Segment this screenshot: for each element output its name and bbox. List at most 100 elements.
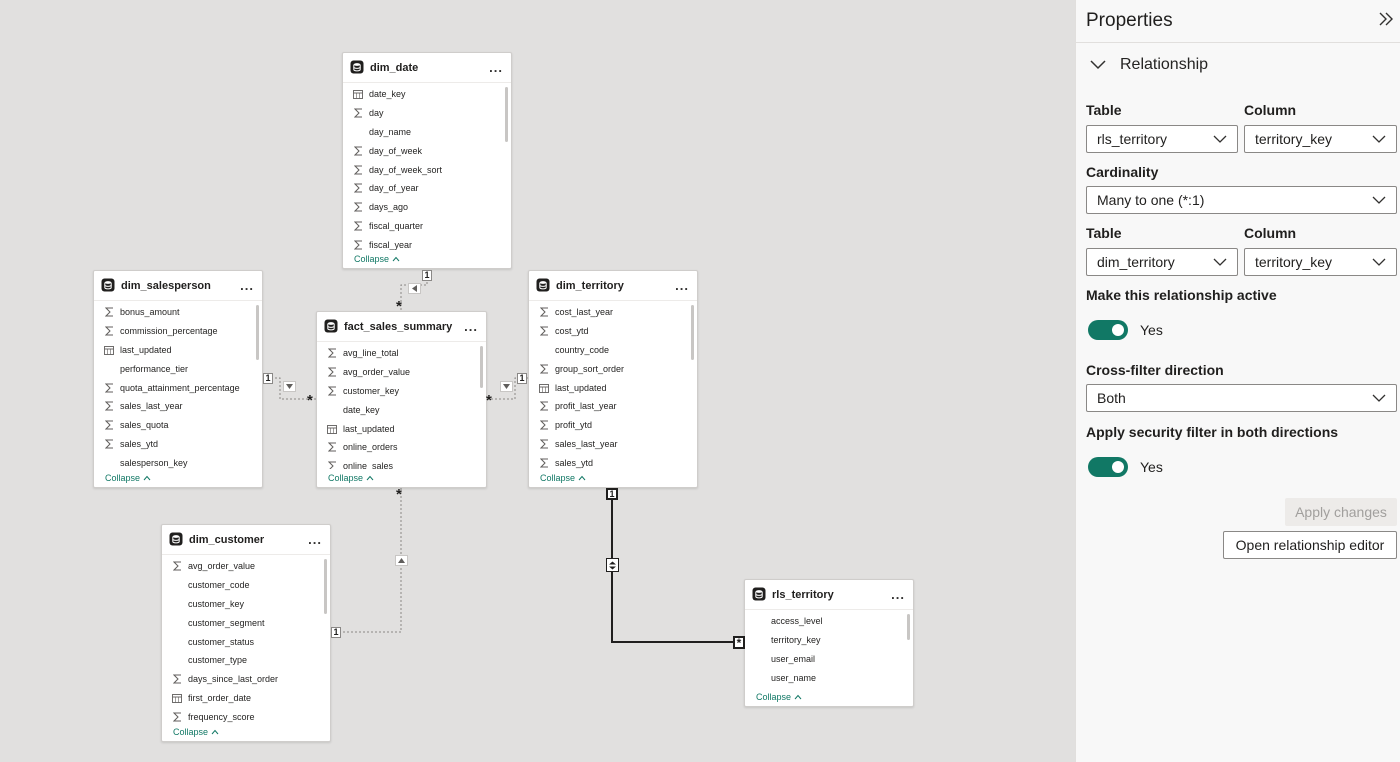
table-field-last-updated[interactable]: last_updated [94, 341, 262, 360]
table-field-customer-key[interactable]: customer_key [317, 382, 486, 401]
table-card-header[interactable]: dim_date... [343, 53, 511, 83]
table-card-fact-sales-summary[interactable]: fact_sales_summary... avg_line_total avg_o… [316, 311, 487, 488]
relationship-section-header[interactable]: Relationship [1090, 56, 1208, 74]
table2-dropdown[interactable]: dim_territory [1086, 248, 1238, 276]
more-options-icon[interactable]: ... [891, 586, 905, 602]
table-field-profit-last-year[interactable]: profit_last_year [529, 397, 697, 416]
collapse-link[interactable]: Collapse [94, 469, 262, 487]
collapse-panel-icon[interactable] [1378, 11, 1394, 32]
open-relationship-editor-button[interactable]: Open relationship editor [1223, 531, 1397, 559]
field-list-scrollbar[interactable] [256, 305, 259, 360]
more-options-icon[interactable]: ... [675, 277, 689, 293]
table-card-header[interactable]: dim_customer... [162, 525, 330, 555]
table-field-customer-status[interactable]: customer_status [162, 632, 330, 651]
table-field-avg-order-value[interactable]: avg_order_value [162, 557, 330, 576]
table-field-sales-last-year[interactable]: sales_last_year [529, 435, 697, 454]
more-options-icon[interactable]: ... [308, 531, 322, 547]
table-field-day-of-year[interactable]: day_of_year [343, 179, 511, 198]
security-filter-toggle[interactable] [1088, 457, 1128, 477]
table-field-date-key[interactable]: date_key [317, 400, 486, 419]
field-list-scrollbar[interactable] [505, 87, 508, 142]
column2-dropdown[interactable]: territory_key [1244, 248, 1397, 276]
collapse-link[interactable]: Collapse [745, 688, 913, 706]
table-field-territory-key[interactable]: territory_key [745, 631, 913, 650]
active-toggle[interactable] [1088, 320, 1128, 340]
table-field-frequency-score[interactable]: frequency_score [162, 707, 330, 723]
table-field-sales-ytd[interactable]: sales_ytd [529, 453, 697, 469]
table-field-sales-ytd[interactable]: sales_ytd [94, 435, 262, 454]
table-field-online-sales[interactable]: online_sales [317, 457, 486, 469]
field-name: avg_order_value [343, 367, 411, 378]
table-field-last-updated[interactable]: last_updated [529, 378, 697, 397]
table-card-header[interactable]: rls_territory... [745, 580, 913, 610]
field-list-scrollbar[interactable] [324, 559, 327, 614]
collapse-link[interactable]: Collapse [529, 469, 697, 487]
table-field-access-level[interactable]: access_level [745, 612, 913, 631]
table1-label: Table [1086, 102, 1122, 118]
table-field-day-of-week-sort[interactable]: day_of_week_sort [343, 160, 511, 179]
table-field-cost-ytd[interactable]: cost_ytd [529, 322, 697, 341]
crossfilter-dropdown[interactable]: Both [1086, 384, 1397, 412]
table-field-fiscal-quarter[interactable]: fiscal_quarter [343, 217, 511, 236]
field-list-scrollbar[interactable] [480, 346, 483, 388]
table-field-customer-segment[interactable]: customer_segment [162, 613, 330, 632]
table-field-group-sort-order[interactable]: group_sort_order [529, 359, 697, 378]
table-field-fiscal-year[interactable]: fiscal_year [343, 235, 511, 250]
table-field-avg-line-total[interactable]: avg_line_total [317, 344, 486, 363]
apply-changes-button[interactable]: Apply changes [1285, 498, 1397, 526]
table-field-quota-attainment-percentage[interactable]: quota_attainment_percentage [94, 378, 262, 397]
more-options-icon[interactable]: ... [464, 318, 478, 334]
table-field-day-name[interactable]: day_name [343, 123, 511, 142]
table-field-user-name[interactable]: user_name [745, 668, 913, 687]
more-options-icon[interactable]: ... [489, 59, 503, 75]
table-card-header[interactable]: dim_territory... [529, 271, 697, 301]
collapse-link[interactable]: Collapse [343, 250, 511, 268]
table-field-country-code[interactable]: country_code [529, 341, 697, 360]
table-field-bonus-amount[interactable]: bonus_amount [94, 303, 262, 322]
table-field-online-orders[interactable]: online_orders [317, 438, 486, 457]
field-list-scrollbar[interactable] [907, 614, 910, 640]
table-field-salesperson-key[interactable]: salesperson_key [94, 453, 262, 469]
table-field-performance-tier[interactable]: performance_tier [94, 359, 262, 378]
cardinality-many-fact-customer: * [396, 486, 402, 503]
collapse-link[interactable]: Collapse [317, 469, 486, 487]
table-field-profit-ytd[interactable]: profit_ytd [529, 416, 697, 435]
table-field-first-order-date[interactable]: first_order_date [162, 689, 330, 708]
table-field-day[interactable]: day [343, 104, 511, 123]
table-field-commission-percentage[interactable]: commission_percentage [94, 322, 262, 341]
collapse-link[interactable]: Collapse [162, 723, 330, 741]
table-field-customer-code[interactable]: customer_code [162, 576, 330, 595]
table-field-customer-key[interactable]: customer_key [162, 595, 330, 614]
table-field-date-key[interactable]: date_key [343, 85, 511, 104]
table-field-user-email[interactable]: user_email [745, 650, 913, 669]
table-field-customer-type[interactable]: customer_type [162, 651, 330, 670]
chevron-down-icon [1372, 391, 1386, 405]
table-field-list[interactable]: avg_line_total avg_order_value customer_ke… [317, 342, 486, 469]
more-options-icon[interactable]: ... [240, 277, 254, 293]
table-field-days-ago[interactable]: days_ago [343, 198, 511, 217]
table-field-days-since-last-order[interactable]: days_since_last_order [162, 670, 330, 689]
table-card-header[interactable]: fact_sales_summary... [317, 312, 486, 342]
field-list-scrollbar[interactable] [691, 305, 694, 360]
table-field-cost-last-year[interactable]: cost_last_year [529, 303, 697, 322]
table-field-day-of-week[interactable]: day_of_week [343, 141, 511, 160]
table-field-sales-last-year[interactable]: sales_last_year [94, 397, 262, 416]
cardinality-dropdown[interactable]: Many to one (*:1) [1086, 186, 1397, 214]
column1-dropdown[interactable]: territory_key [1244, 125, 1397, 153]
table1-dropdown[interactable]: rls_territory [1086, 125, 1238, 153]
table-field-last-updated[interactable]: last_updated [317, 419, 486, 438]
table-field-sales-quota[interactable]: sales_quota [94, 416, 262, 435]
table-field-avg-order-value[interactable]: avg_order_value [317, 363, 486, 382]
table-card-header[interactable]: dim_salesperson... [94, 271, 262, 301]
